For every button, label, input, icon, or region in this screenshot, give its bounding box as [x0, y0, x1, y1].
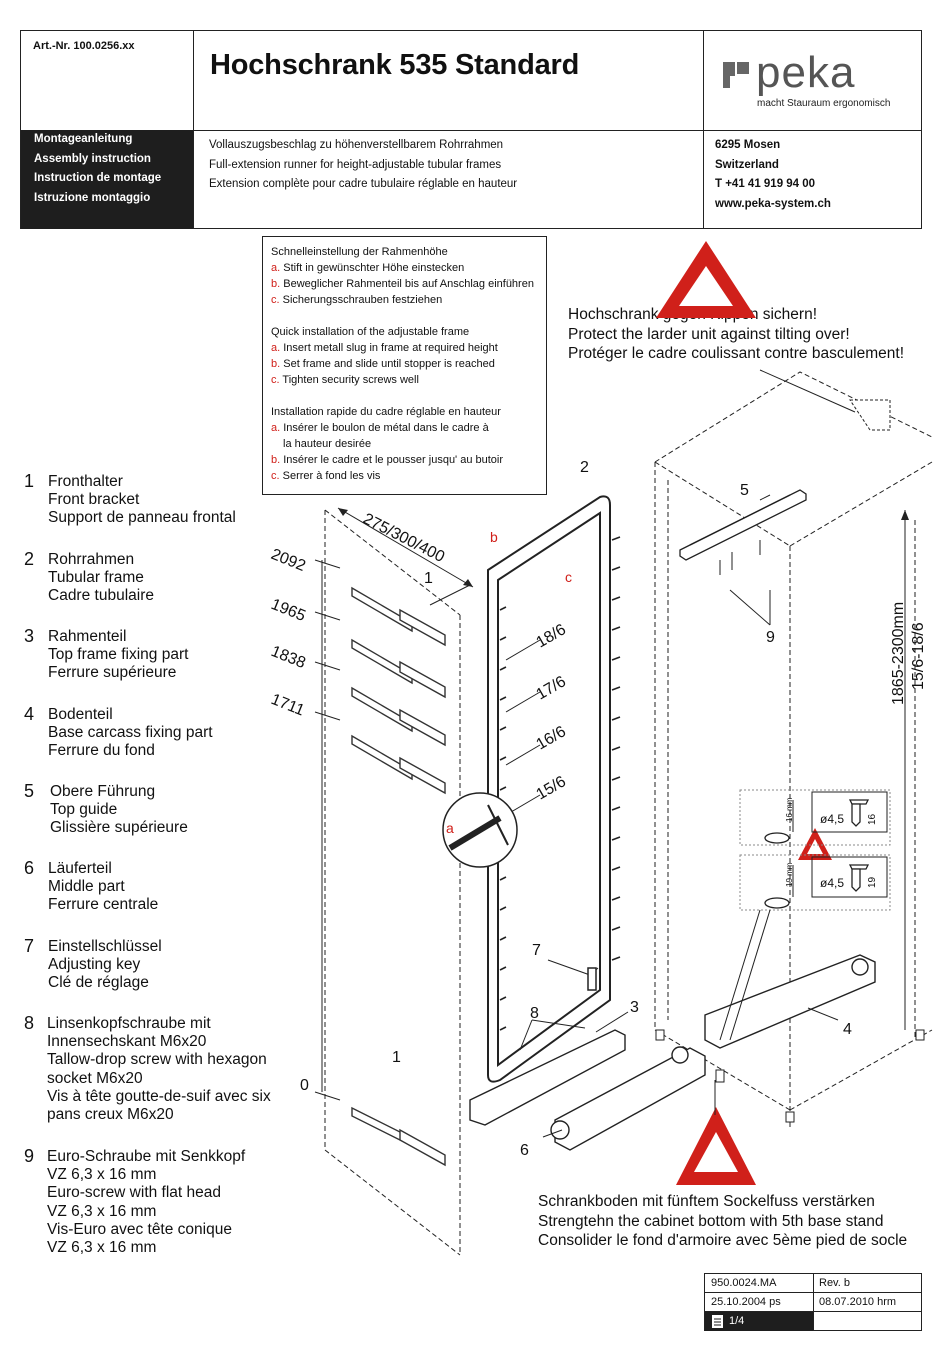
screw-b-diameter: ø4,5 [820, 876, 844, 890]
height-range-positions: 15/6-18/6 [910, 622, 927, 690]
warning-tilt-fr: Protéger le cadre coulissant contre basc… [568, 345, 905, 362]
warning-base-text: Schrankboden mit fünftem Sockelfuss vers… [538, 1192, 907, 1251]
revised-date: 08.07.2010 hrm [819, 1296, 897, 1308]
company-address: 6295 Mosen Switzerland T +41 41 919 94 0… [715, 136, 831, 214]
instruction-en-c: c. Tighten security screws well [271, 374, 419, 386]
callout-5: 5 [740, 482, 749, 499]
document-type-cell: Montageanleitung Assembly instruction In… [21, 130, 193, 229]
quick-installation-box: Schnelleinstellung der Rahmenhöhe a. Sti… [262, 236, 547, 495]
height-1965-label: 1965 [269, 596, 308, 625]
address-phone: T +41 41 919 94 00 [715, 178, 816, 190]
doc-type-de: Montageanleitung [34, 133, 133, 145]
created-date: 25.10.2004 ps [711, 1296, 781, 1308]
letter-c: c [565, 569, 572, 585]
brand-tagline: macht Stauraum ergonomisch [757, 98, 891, 109]
description-fr: Extension complète pour cadre tubulaire … [209, 178, 518, 190]
document-header: Art.-Nr. 100.0256.xx Hochschrank 535 Sta… [20, 30, 922, 229]
instruction-en-b: b. Set frame and slide until stopper is … [271, 358, 495, 370]
doc-type-it: Istruzione montaggio [34, 191, 151, 204]
instruction-fr-c: c. Serrer à fond les vis [271, 470, 381, 482]
document-icon [712, 1315, 723, 1328]
brand-logo: peka [756, 48, 856, 97]
address-city: 6295 Mosen [715, 139, 781, 151]
warning-tilt-text: Hochschrank gegen Kippen sichern! Protec… [568, 305, 904, 364]
callout-7: 7 [532, 942, 541, 959]
callout-8: 8 [530, 1005, 539, 1022]
instruction-de-a: a. Stift in gewünschter Höhe einstecken [271, 262, 465, 274]
height-range-label: 1865-2300mm [890, 602, 907, 705]
callout-2: 2 [580, 459, 589, 476]
peka-logo-icon [723, 62, 749, 88]
callout-9: 9 [766, 629, 775, 646]
callout-6: 6 [520, 1142, 529, 1159]
height-1838-label: 1838 [269, 643, 308, 672]
description-de: Vollauszugsbeschlag zu höhenverstellbare… [209, 139, 504, 151]
page-indicator: 1/4 [705, 1312, 813, 1331]
callout-1-top: 1 [424, 570, 433, 587]
instruction-fr-a: a. Insérer le boulon de métal dans le ca… [271, 422, 489, 434]
frame-pos-18-6: 18/6 [534, 621, 570, 651]
address-website: www.peka-system.ch [715, 197, 831, 210]
frame-pos-15-6: 15/6 [534, 773, 570, 803]
product-description: Vollauszugsbeschlag zu höhenverstellbare… [209, 136, 517, 195]
instruction-de-b: b. Beweglicher Rahmenteil bis auf Anschl… [271, 278, 534, 290]
instructions-de-title: Schnelleinstellung der Rahmenhöhe [271, 246, 448, 258]
warning-triangle-icon [676, 1107, 756, 1185]
doc-type-en: Assembly instruction [34, 152, 151, 165]
height-1711-label: 1711 [269, 691, 307, 720]
instructions-en-title: Quick installation of the adjustable fra… [271, 326, 470, 338]
warning-triangle-small-icon [798, 828, 832, 860]
document-title: Hochschrank 535 Standard [210, 49, 580, 81]
screw-a-diameter: ø4,5 [820, 812, 844, 826]
warning-base-en: Strengtehn the cabinet bottom with 5th b… [538, 1212, 884, 1230]
frame-pos-16-6: 16/6 [534, 723, 570, 753]
depth-dimension-label: 275/300/400 [360, 510, 447, 566]
instruction-en-a: a. Insert metall slug in frame at requir… [271, 342, 498, 354]
top-guide [679, 489, 807, 561]
instruction-fr-b: b. Insérer le cadre et le pousser jusqu'… [271, 454, 504, 466]
callout-3: 3 [630, 999, 639, 1016]
screw-b-distance: 19 mm [785, 862, 794, 887]
document-number: 950.0024.MA [711, 1277, 777, 1289]
instruction-fr-a-cont: la hauteur desirée [283, 438, 372, 450]
warning-triangle-icon [656, 241, 756, 318]
warning-base-fr: Consolider le fond d'armoire avec 5ème p… [538, 1232, 908, 1249]
callout-1-bottom: 1 [392, 1049, 401, 1066]
tubular-frame [487, 495, 611, 1083]
screw-detail-panels [739, 789, 891, 911]
side-panel-left [324, 509, 461, 1256]
frame-pos-17-6: 17/6 [534, 673, 570, 703]
callout-4: 4 [843, 1021, 852, 1038]
letter-a: a [446, 820, 454, 836]
letter-b: b [490, 529, 498, 545]
page-number: 1/4 [729, 1315, 745, 1327]
height-0-label: 0 [300, 1077, 309, 1094]
screw-a-distance: 16 mm [785, 797, 794, 822]
warning-base-de: Schrankboden mit fünftem Sockelfuss vers… [538, 1193, 875, 1210]
revision: Rev. b [819, 1277, 850, 1289]
height-2092-label: 2092 [269, 546, 308, 575]
article-number: Art.-Nr. 100.0256.xx [33, 40, 135, 52]
base-fixing-parts [469, 954, 876, 1151]
screw-b-length: 19 [867, 876, 878, 888]
address-country: Switzerland [715, 158, 779, 171]
doc-type-fr: Instruction de montage [34, 172, 162, 184]
instructions-fr-title: Installation rapide du cadre réglable en… [271, 406, 501, 418]
front-bracket-set [351, 586, 446, 1167]
cabinet-outline [654, 371, 933, 1130]
screw-a-length: 16 [867, 813, 878, 825]
document-footer-table: 950.0024.MA Rev. b 25.10.2004 ps 08.07.2… [704, 1273, 922, 1331]
description-en: Full-extension runner for height-adjusta… [209, 158, 502, 171]
warning-tilt-en: Protect the larder unit against tilting … [568, 325, 850, 343]
instruction-de-c: c. Sicherungsschrauben festziehen [271, 294, 443, 306]
